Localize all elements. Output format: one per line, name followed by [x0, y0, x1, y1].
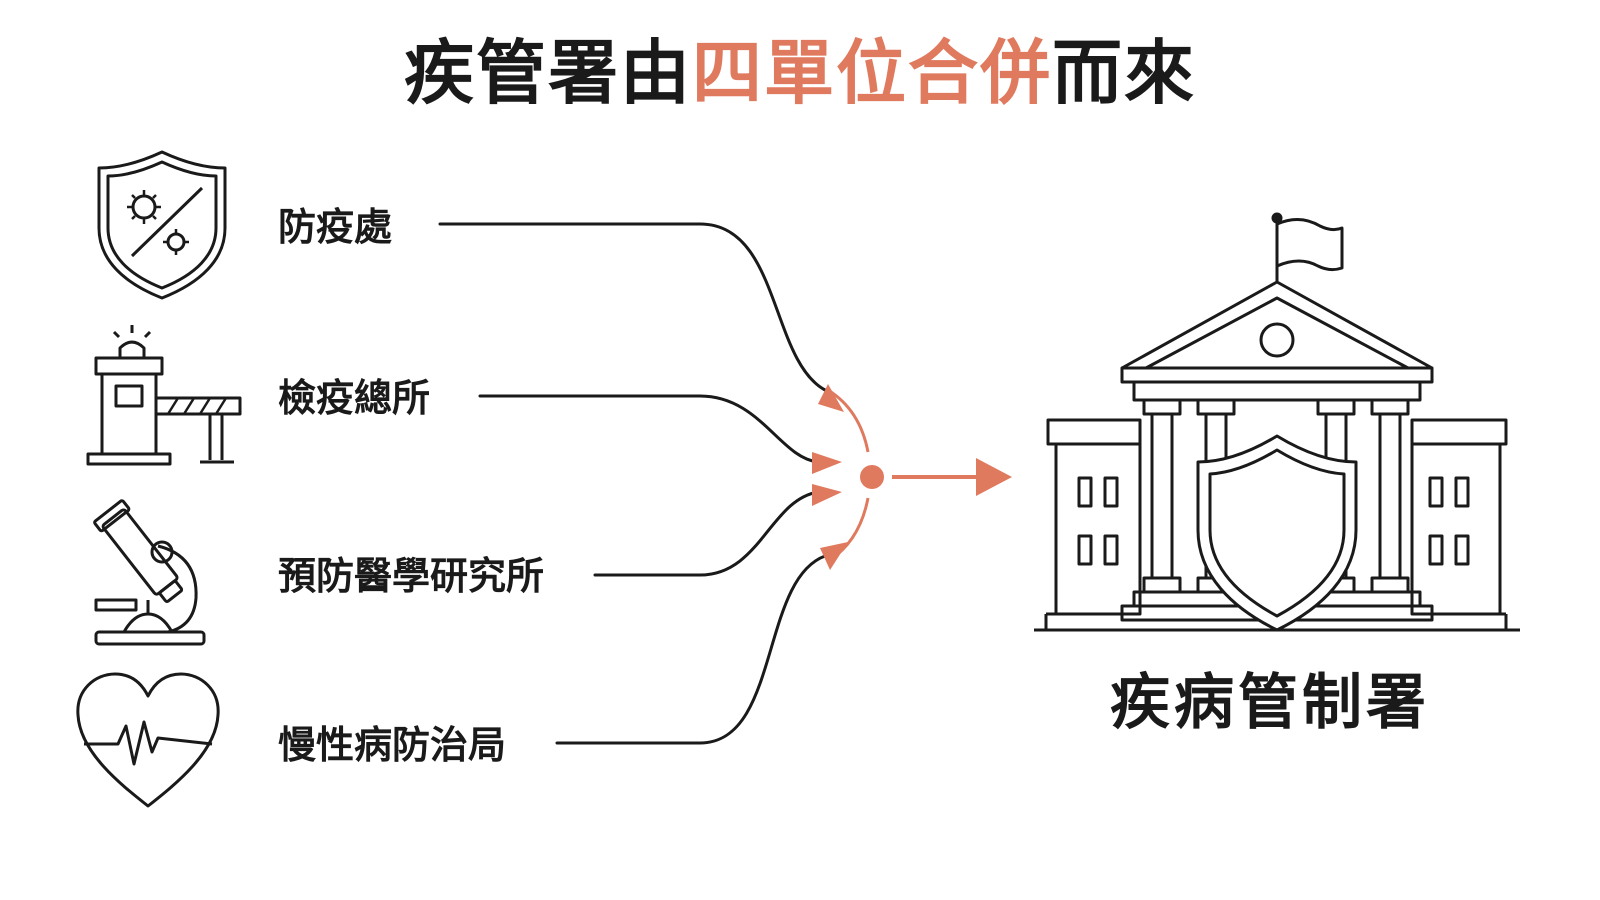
merge-arc [827, 388, 870, 453]
checkpoint-barrier-icon [86, 325, 242, 466]
government-building-shield-icon [1034, 212, 1520, 632]
title-prefix: 疾管署由 [404, 32, 692, 114]
source-label: 檢疫總所 [278, 376, 430, 420]
title-suffix: 而來 [1052, 32, 1196, 114]
microscope-icon [93, 499, 206, 646]
source-label: 預防醫學研究所 [278, 554, 544, 598]
result-label: 疾病管制署 [1110, 668, 1430, 738]
source-label: 慢性病防治局 [278, 723, 506, 767]
arrow-head [818, 384, 844, 412]
connector-line [478, 394, 820, 464]
page-title: 疾管署由四單位合併而來 [0, 28, 1600, 118]
connector-line [593, 490, 820, 577]
merge-point [860, 465, 884, 489]
arrow-head [812, 484, 842, 506]
arrow-head [820, 542, 848, 570]
shield-virus-icon [97, 150, 227, 300]
result-arrow-head [976, 458, 1012, 496]
connector-line [438, 222, 827, 392]
arrow-head [812, 452, 842, 474]
connector-line [555, 554, 827, 745]
title-highlight: 四單位合併 [692, 32, 1052, 114]
heart-pulse-icon [76, 672, 220, 808]
source-label: 防疫處 [278, 205, 392, 249]
